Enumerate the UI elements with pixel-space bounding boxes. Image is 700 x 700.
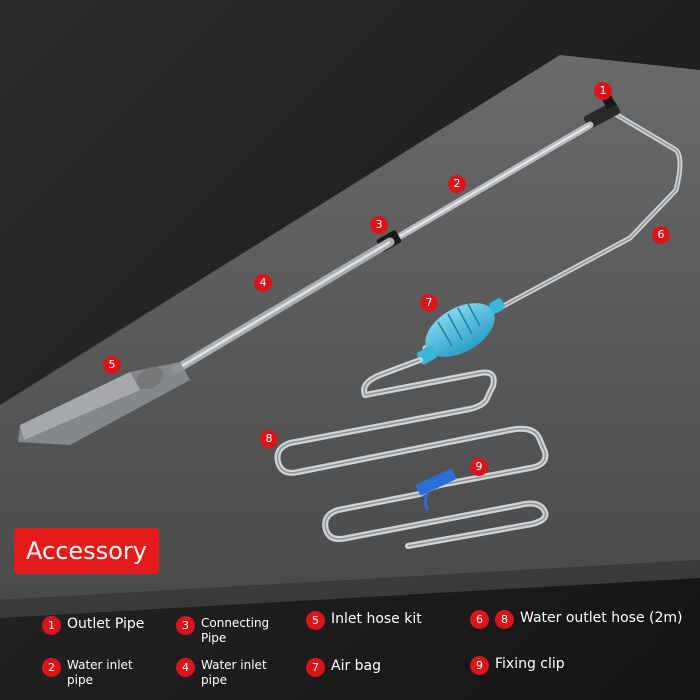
legend-item-air-bag: 7 Air bag bbox=[306, 658, 381, 677]
legend-number: 7 bbox=[306, 658, 325, 677]
callout-4: 4 bbox=[254, 274, 272, 292]
legend-item-outlet-pipe: 1 Outlet Pipe bbox=[42, 616, 144, 635]
callout-5: 5 bbox=[103, 356, 121, 374]
tabletop-surface bbox=[0, 55, 700, 600]
legend-label: Water inlet pipe bbox=[201, 658, 267, 687]
callout-2: 2 bbox=[448, 175, 466, 193]
legend-item-fixing-clip: 9 Fixing clip bbox=[470, 656, 565, 675]
callout-9: 9 bbox=[470, 458, 488, 476]
legend-item-water-outlet-hose: 6 8 Water outlet hose (2m) bbox=[470, 610, 682, 629]
legend-label: Connecting Pipe bbox=[201, 616, 270, 645]
legend-number: 3 bbox=[176, 616, 195, 635]
legend-label: Air bag bbox=[331, 658, 382, 674]
legend-item-inlet-hose-kit: 5 Inlet hose kit bbox=[306, 611, 422, 630]
legend-item-connecting-pipe: 3 Connecting Pipe bbox=[176, 616, 281, 646]
legend-number: 5 bbox=[306, 611, 325, 630]
legend-number: 6 bbox=[470, 610, 489, 629]
legend-label: Water inlet pipe bbox=[67, 658, 133, 687]
legend-label: Fixing clip bbox=[495, 656, 565, 672]
callout-3: 3 bbox=[370, 216, 388, 234]
legend-number: 8 bbox=[495, 610, 514, 629]
legend-label: Outlet Pipe bbox=[67, 616, 145, 632]
fixing-clip bbox=[415, 468, 457, 511]
legend-item-water-inlet-pipe-4: 4 Water inlet pipe bbox=[176, 658, 281, 688]
tabletop-edge bbox=[0, 560, 700, 618]
legend-label: Inlet hose kit bbox=[331, 611, 422, 627]
legend-number: 2 bbox=[42, 658, 61, 677]
legend-item-water-inlet-pipe-2: 2 Water inlet pipe bbox=[42, 658, 147, 688]
legend-number: 4 bbox=[176, 658, 195, 677]
legend-number: 1 bbox=[42, 616, 61, 635]
legend-number: 9 bbox=[470, 656, 489, 675]
legend-label: Water outlet hose (2m) bbox=[520, 610, 683, 626]
callout-7: 7 bbox=[420, 294, 438, 312]
accessory-badge: Accessory bbox=[14, 528, 159, 574]
callout-6: 6 bbox=[652, 226, 670, 244]
callout-1: 1 bbox=[594, 82, 612, 100]
callout-8: 8 bbox=[260, 430, 278, 448]
